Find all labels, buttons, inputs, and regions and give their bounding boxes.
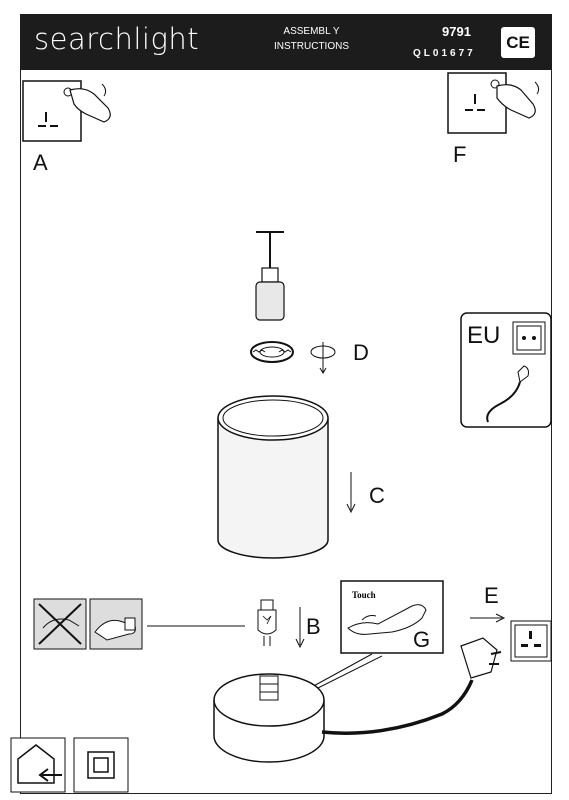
switch-off-icon [22, 80, 111, 142]
down-arrow-b [295, 607, 305, 649]
plug-icon [460, 637, 502, 679]
down-arrow-c [346, 472, 356, 514]
switch-on-icon [447, 72, 540, 134]
touch-label: Touch [352, 590, 376, 600]
assembly-line1: ASSEMBL Y [283, 26, 340, 37]
step-b-label: B [306, 614, 321, 639]
socket-icon [510, 620, 552, 662]
product-code: 9791 [442, 24, 471, 39]
double-insulation-icon [73, 737, 129, 793]
house-icon [10, 737, 66, 793]
rotate-icon [310, 342, 336, 374]
lamp-holder [255, 231, 285, 321]
step-e-label: E [484, 583, 499, 608]
reference-code: QL01677 [413, 48, 476, 59]
connector-line [147, 625, 245, 627]
header-bar: searchlight ASSEMBL Y INSTRUCTIONS 9791 … [20, 14, 552, 70]
step-d-label: D [353, 340, 369, 365]
right-arrow-e [470, 613, 506, 623]
bulb-icon [257, 599, 277, 646]
eu-plug-box [460, 312, 552, 428]
assembly-title: ASSEMBL Y INSTRUCTIONS [274, 24, 349, 54]
step-c-label: C [369, 483, 385, 508]
fixing-ring [250, 341, 294, 363]
eu-label: EU [467, 322, 501, 349]
no-touch-bulb-icon [33, 598, 143, 650]
ce-mark: CE [501, 27, 535, 58]
step-g-label: G [413, 627, 431, 652]
assembly-line2: INSTRUCTIONS [274, 41, 349, 52]
touch-box [340, 580, 444, 654]
lamp-shade [217, 395, 329, 559]
lamp-base [213, 653, 474, 763]
step-f-label: F [453, 142, 467, 167]
brand-logo: searchlight [34, 22, 200, 56]
step-a-label: A [33, 150, 48, 175]
